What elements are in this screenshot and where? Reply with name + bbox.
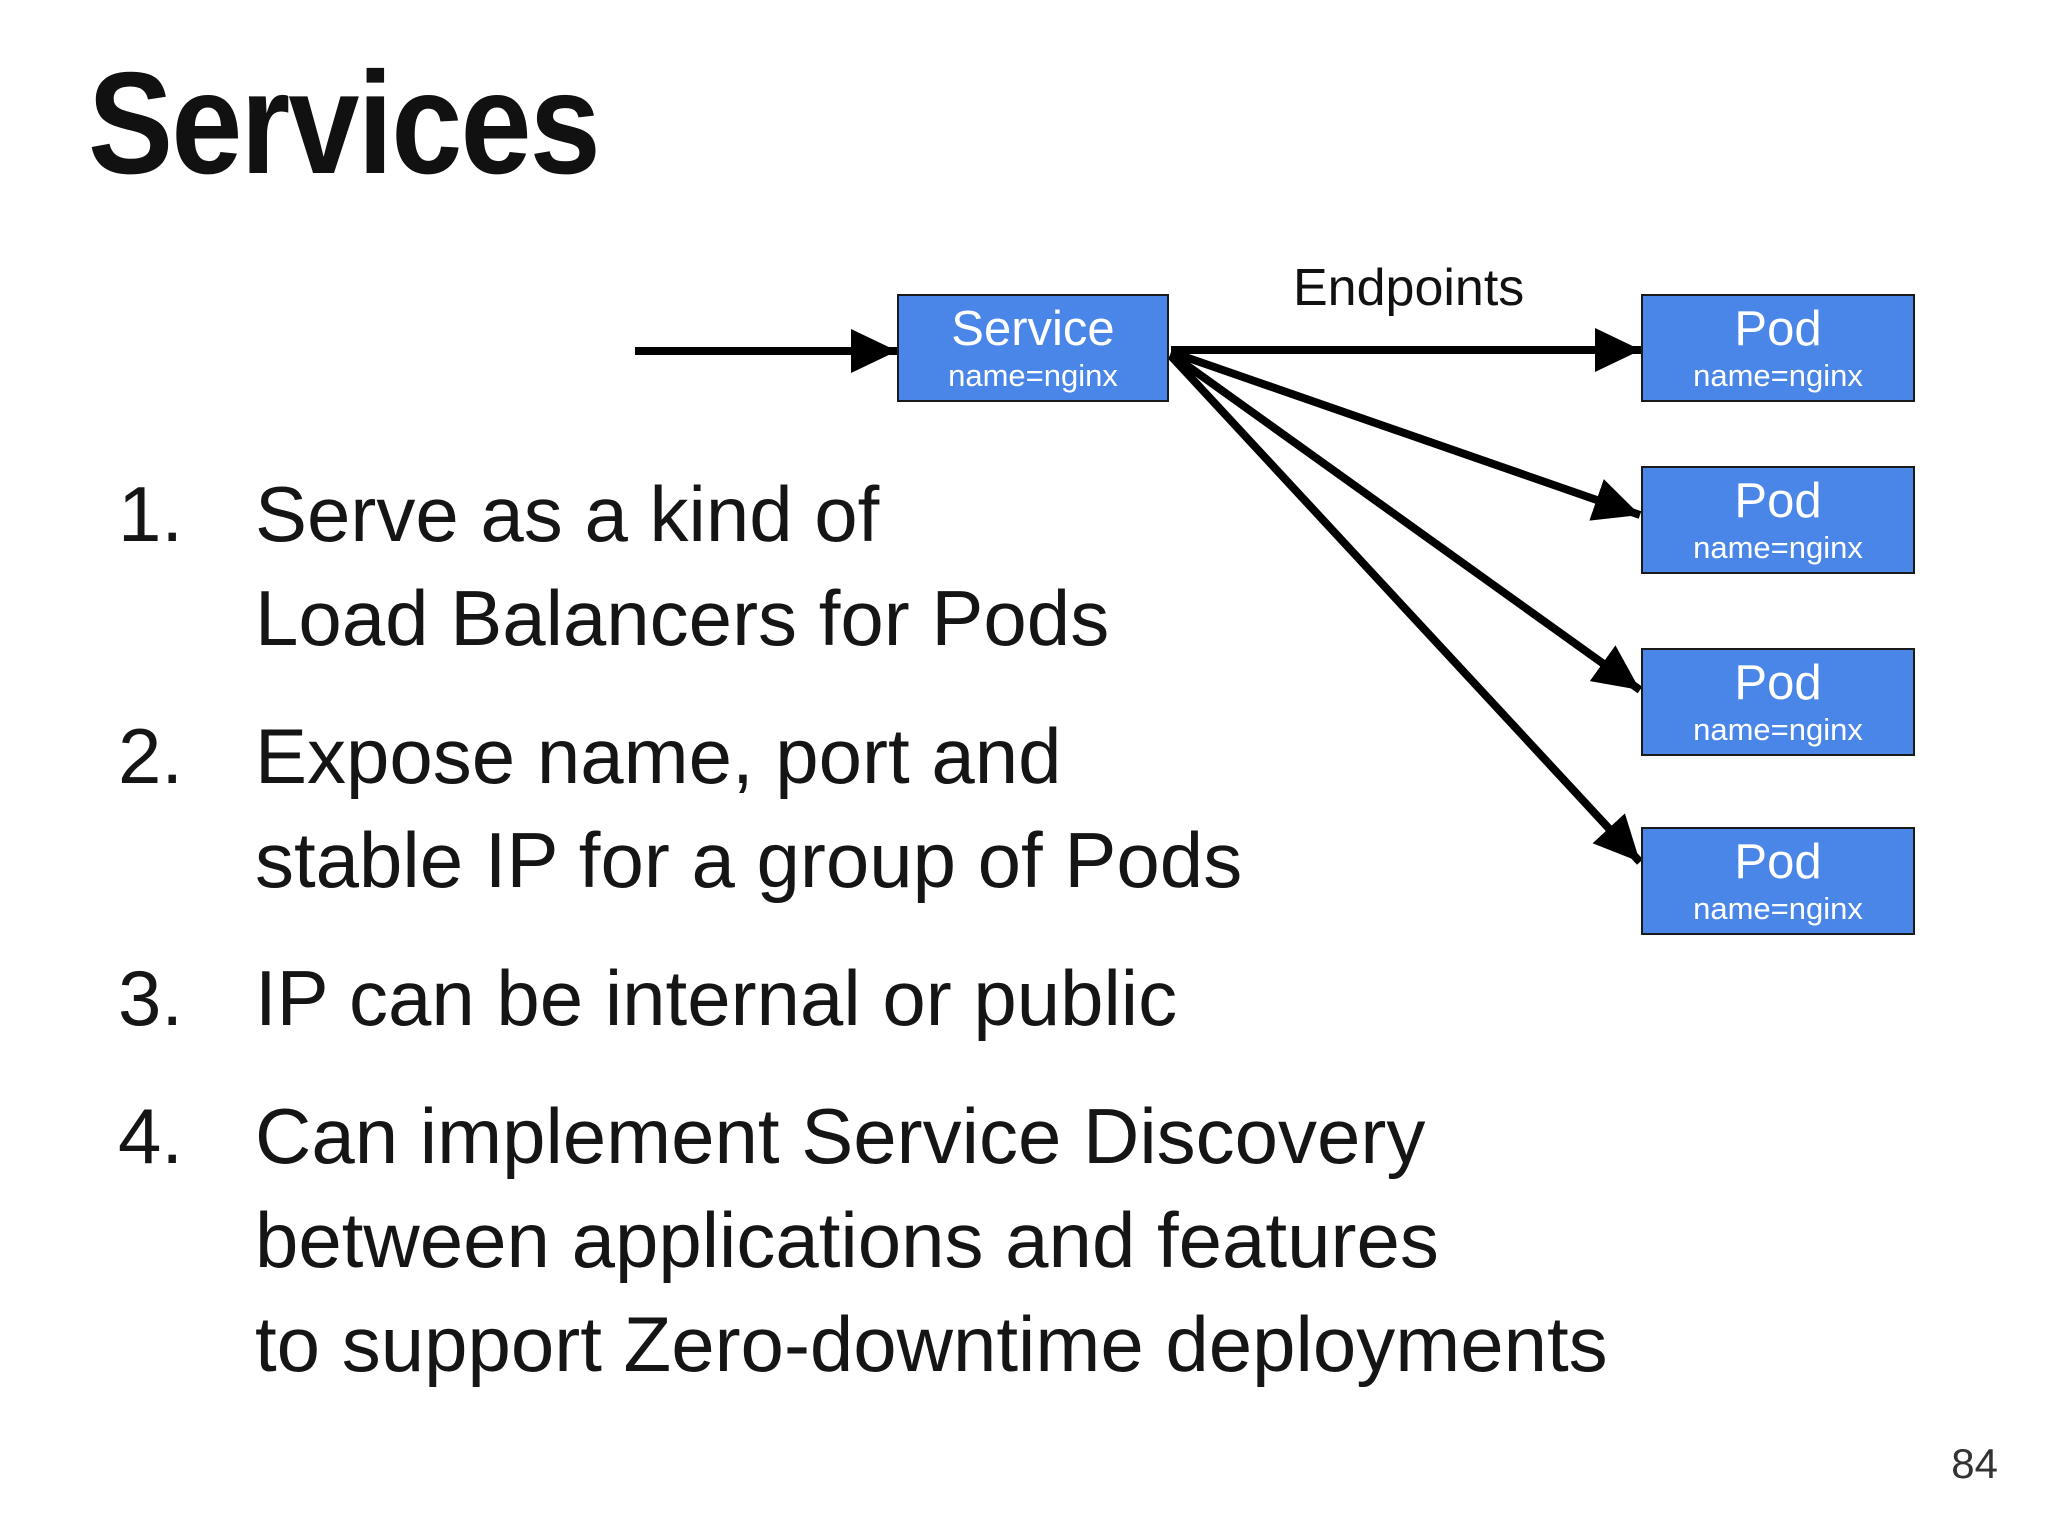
item-line: between applications and features (255, 1196, 1439, 1284)
item-line: Serve as a kind of (255, 470, 880, 558)
pod-node: Pod name=nginx (1641, 827, 1915, 935)
item-text: Serve as a kind of Load Balancers for Po… (255, 462, 1109, 670)
item-line: stable IP for a group of Pods (255, 816, 1243, 904)
service-node-subtitle: name=nginx (948, 358, 1118, 393)
page-number: 84 (1951, 1440, 1998, 1487)
pod-node-title: Pod (1734, 835, 1822, 889)
item-text: Can implement Service Discovery between … (255, 1084, 1608, 1396)
page-title: Services (88, 42, 601, 204)
item-line: Can implement Service Discovery (255, 1092, 1426, 1180)
pod-node: Pod name=nginx (1641, 648, 1915, 756)
pod-node-title: Pod (1734, 474, 1822, 528)
service-node: Service name=nginx (897, 294, 1169, 402)
pod-node-title: Pod (1734, 302, 1822, 356)
list-item: 1. Serve as a kind of Load Balancers for… (118, 462, 1608, 670)
item-text: Expose name, port and stable IP for a gr… (255, 704, 1242, 912)
arrow-service-to-pod-4 (1168, 353, 1643, 865)
item-number: 2. (118, 712, 184, 800)
item-line: Expose name, port and (255, 712, 1062, 800)
list-item: 3. IP can be internal or public (118, 946, 1608, 1050)
pod-node: Pod name=nginx (1641, 294, 1915, 402)
arrow-service-to-pod-3 (1168, 350, 1643, 694)
item-line: to support Zero-downtime deployments (255, 1300, 1608, 1388)
numbered-list: 1. Serve as a kind of Load Balancers for… (118, 462, 1608, 1430)
item-text: IP can be internal or public (255, 946, 1177, 1050)
pod-node-title: Pod (1734, 656, 1822, 710)
pod-node-subtitle: name=nginx (1693, 712, 1863, 747)
item-number: 4. (118, 1092, 184, 1180)
item-number: 3. (118, 954, 184, 1042)
item-number: 1. (118, 470, 184, 558)
service-node-title: Service (951, 302, 1115, 356)
item-line: IP can be internal or public (255, 954, 1178, 1042)
list-item: 4. Can implement Service Discovery betwe… (118, 1084, 1608, 1396)
pod-node-subtitle: name=nginx (1693, 358, 1863, 393)
endpoints-label: Endpoints (1293, 259, 1525, 317)
pod-node-subtitle: name=nginx (1693, 530, 1863, 565)
pod-node-subtitle: name=nginx (1693, 891, 1863, 926)
list-item: 2. Expose name, port and stable IP for a… (118, 704, 1608, 912)
arrow-service-to-pod-2 (1169, 348, 1642, 521)
pod-node: Pod name=nginx (1641, 466, 1915, 574)
item-line: Load Balancers for Pods (255, 574, 1110, 662)
